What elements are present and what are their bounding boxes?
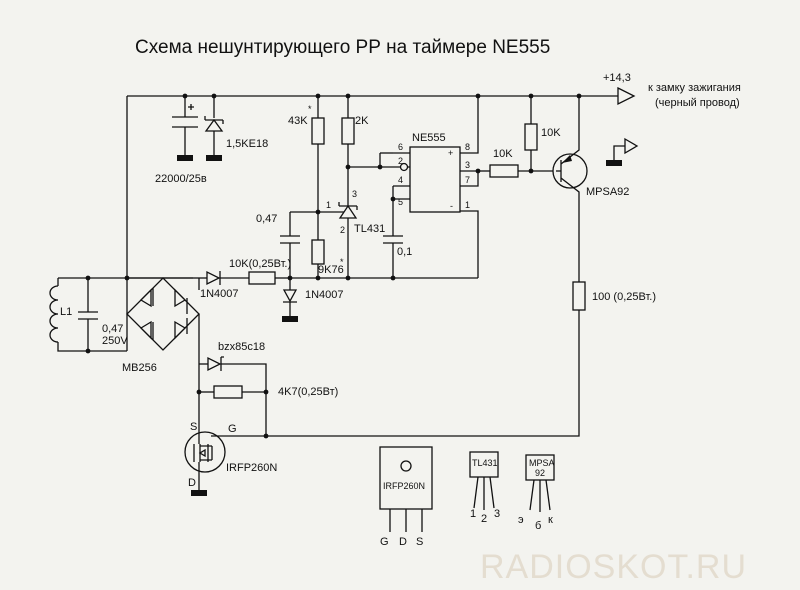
svg-text:3: 3	[352, 189, 357, 199]
svg-text:э: э	[518, 514, 524, 526]
ne555-timer: NE555 6 2 4 5 8 3 7 1 + -	[348, 96, 481, 278]
svg-text:-: -	[450, 201, 453, 211]
svg-text:92: 92	[535, 468, 545, 478]
diagram-title: Схема нешунтирующего РР на таймере NE555	[135, 37, 550, 58]
resistor-2k-label: 2K	[355, 115, 369, 127]
watermark: RADIOSKOT.RU	[480, 548, 747, 586]
capacitor-22000uf	[172, 96, 198, 161]
resistor-4k7	[196, 385, 266, 399]
svg-text:MPSA: MPSA	[529, 458, 555, 468]
resistor-43k-label: 43K	[288, 115, 308, 127]
resistor-100-label: 100 (0,25Вт.)	[592, 291, 656, 303]
svg-text:4: 4	[398, 175, 403, 185]
mosfet-irfp260n	[184, 400, 266, 496]
resistor-9k76-asterisk: *	[340, 257, 344, 267]
resistor-9k76-label: 9K76	[318, 264, 344, 276]
transistor-label: MPSA92	[586, 186, 629, 198]
package-irfp260n: IRFP260N G D S	[379, 446, 433, 548]
capacitor-01-label: 0,1	[397, 246, 412, 258]
zener-bzx85c18	[199, 356, 269, 436]
svg-text:1: 1	[465, 200, 470, 210]
svg-text:1: 1	[470, 508, 476, 520]
capacitor-coil	[78, 275, 98, 354]
tl431-label: TL431	[354, 223, 385, 235]
svg-text:1: 1	[326, 200, 331, 210]
capacitor-22000uf-label: 22000/25в	[155, 173, 207, 185]
package-tl431: TL431 1 2 3	[469, 451, 500, 525]
svg-text:G: G	[380, 536, 389, 548]
capacitor-01	[383, 235, 403, 281]
resistor-10k-base-label: 10K	[493, 148, 513, 160]
supply-wire-note: (черный провод)	[655, 97, 740, 109]
diode-1n4007-series-label: 1N4007	[200, 288, 239, 300]
svg-text:2: 2	[340, 225, 345, 235]
tvs-diode-label: 1,5KE18	[226, 138, 268, 150]
zener-label: bzx85c18	[218, 341, 265, 353]
svg-text:б: б	[535, 520, 541, 532]
resistor-10k-base	[478, 164, 556, 178]
svg-text:2: 2	[398, 156, 403, 166]
svg-text:3: 3	[494, 508, 500, 520]
mosfet-pin-g: G	[228, 423, 237, 435]
svg-text:6: 6	[398, 142, 403, 152]
svg-text:5: 5	[398, 197, 403, 207]
capacitor-coil-voltage-label: 250V	[102, 335, 128, 347]
resistor-9k76	[311, 239, 325, 278]
coil-l1	[49, 278, 127, 352]
svg-text:NE555: NE555	[412, 132, 446, 144]
mpsa92-transistor	[552, 96, 588, 282]
svg-text:7: 7	[465, 175, 470, 185]
mosfet-pin-d: D	[188, 477, 196, 489]
package-mpsa92: MPSA 92 э б к	[518, 454, 555, 532]
svg-text:+: +	[448, 148, 453, 158]
svg-text:IRFP260N: IRFP260N	[383, 481, 425, 491]
svg-text:D: D	[399, 536, 407, 548]
bridge-rectifier	[124, 275, 200, 400]
supply-destination-label: к замку зажигания	[648, 82, 741, 94]
supply-rail	[127, 86, 636, 106]
resistor-43k	[311, 96, 325, 240]
mosfet-label: IRFP260N	[226, 462, 277, 474]
resistor-43k-asterisk: *	[308, 104, 312, 114]
supply-voltage-label: +14,3	[603, 72, 631, 84]
coil-l1-label: L1	[60, 306, 72, 318]
resistor-10k-pullup	[524, 96, 538, 174]
resistor-100	[263, 281, 586, 439]
svg-text:S: S	[416, 536, 423, 548]
capacitor-047-label: 0,47	[256, 213, 277, 225]
diode-1n4007-ground	[282, 278, 298, 322]
tl431-regulator: 1 2 3	[315, 189, 358, 281]
resistor-2k	[341, 96, 355, 200]
mosfet-pin-s: S	[190, 421, 197, 433]
capacitor-047	[280, 211, 318, 278]
resistor-4k7-label: 4K7(0,25Вт)	[278, 386, 338, 398]
svg-text:2: 2	[481, 513, 487, 525]
resistor-10k-diode-label: 10K(0,25Вт.)	[229, 258, 291, 270]
svg-text:3: 3	[465, 160, 470, 170]
diode-1n4007-ground-label: 1N4007	[305, 289, 344, 301]
capacitor-coil-value-label: 0,47	[102, 323, 123, 335]
diode-1n4007-series	[193, 270, 290, 286]
svg-text:8: 8	[465, 142, 470, 152]
tvs-diode	[204, 96, 224, 161]
svg-text:к: к	[548, 514, 553, 526]
bridge-rectifier-label: MB256	[122, 362, 157, 374]
svg-text:TL431: TL431	[472, 458, 498, 468]
chassis-ground-symbol	[606, 137, 639, 166]
resistor-10k-pullup-label: 10K	[541, 127, 561, 139]
